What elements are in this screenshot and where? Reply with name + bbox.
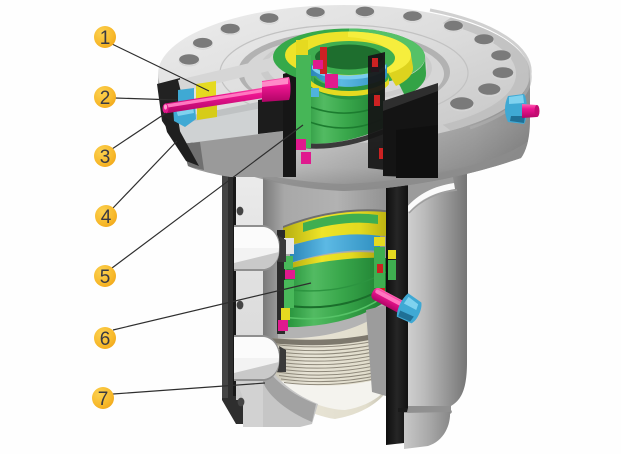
svg-text:7: 7 [98, 389, 109, 410]
svg-text:1: 1 [100, 28, 111, 49]
svg-text:6: 6 [100, 329, 111, 350]
svg-text:5: 5 [100, 267, 111, 288]
svg-text:2: 2 [100, 88, 111, 109]
svg-text:3: 3 [100, 147, 111, 168]
svg-text:4: 4 [101, 207, 112, 228]
